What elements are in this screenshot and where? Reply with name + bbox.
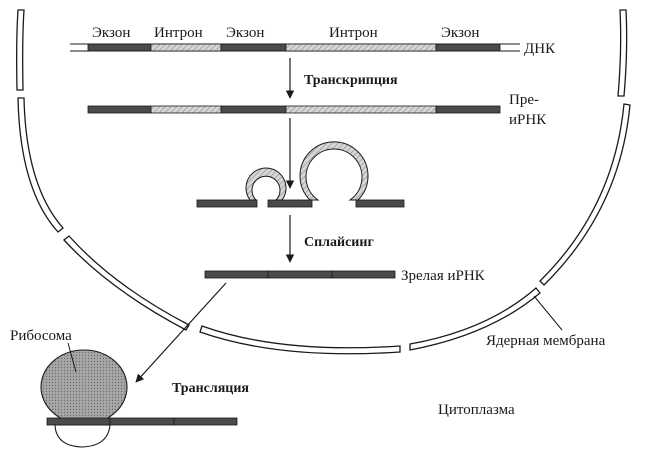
mature-mrna-exon-3 <box>331 270 396 279</box>
dna-strand <box>70 43 520 52</box>
intron-label-2: Интрон <box>329 25 378 41</box>
exon-label-1: Экзон <box>92 25 130 41</box>
pre-mrna-exon-2 <box>220 105 287 114</box>
pre-mrna-intron-2 <box>285 105 437 114</box>
pre-mrna-exon-1 <box>87 105 152 114</box>
membrane-segment-bottom <box>199 325 401 355</box>
ribosome <box>40 349 128 448</box>
mature-mrna-exon-1 <box>204 270 269 279</box>
ribosome-small-subunit <box>54 424 111 448</box>
ribosome-label: Рибосома <box>10 328 72 344</box>
pre-mrna-label-line1: Пре- <box>509 92 539 108</box>
transcription-label: Транскрипция <box>304 73 398 88</box>
membrane-segment-right-arc <box>539 103 631 286</box>
mature-mrna-exon-2 <box>267 270 333 279</box>
splicing-intermediate <box>196 141 405 208</box>
pre-mrna-label-line2: иРНК <box>509 112 547 128</box>
membrane-segment-left-top <box>16 9 25 91</box>
membrane-segment-right-top <box>617 9 628 97</box>
ribosome-large-subunit <box>40 349 128 425</box>
exon-label-2: Экзон <box>226 25 264 41</box>
dna-exon-2 <box>220 43 287 52</box>
cytoplasm-label: Цитоплазма <box>438 402 515 418</box>
dna-exon-1 <box>87 43 152 52</box>
translated-mrna-strand <box>46 417 238 426</box>
dna-intron-1 <box>150 43 222 52</box>
membrane-segment-left-arc <box>17 97 64 233</box>
membrane-pointer <box>533 295 563 331</box>
export-arrow <box>135 282 227 383</box>
splice-exon-3 <box>355 199 405 208</box>
nuclear-membrane-label: Ядерная мембрана <box>486 333 606 349</box>
intron-loop-small <box>245 167 287 201</box>
pre-mrna-exon-3 <box>435 105 501 114</box>
translated-mrna-exon-3 <box>173 417 238 426</box>
exon-label-3: Экзон <box>441 25 479 41</box>
translated-mrna-exon-1 <box>46 417 111 426</box>
dna-label: ДНК <box>524 41 556 57</box>
membrane-segment-right-lower <box>409 287 541 351</box>
membrane-segment-left-lower <box>63 235 190 331</box>
pre-mrna-strand <box>87 105 501 114</box>
mature-mrna-strand <box>204 270 396 279</box>
mature-mrna-label: Зрелая иРНК <box>401 268 486 284</box>
intron-loop-large <box>299 141 369 201</box>
dna-intron-2 <box>285 43 437 52</box>
splice-exon-2 <box>267 199 313 208</box>
nuclear-membrane <box>16 9 631 355</box>
intron-label-1: Интрон <box>154 25 203 41</box>
ribosome-pointer <box>67 342 77 373</box>
dna-exon-3 <box>435 43 501 52</box>
translation-label: Трансляция <box>172 381 249 396</box>
splice-exon-1 <box>196 199 258 208</box>
pre-mrna-intron-1 <box>150 105 222 114</box>
splicing-label: Сплайсинг <box>304 235 374 250</box>
translated-mrna-exon-2 <box>109 417 175 426</box>
